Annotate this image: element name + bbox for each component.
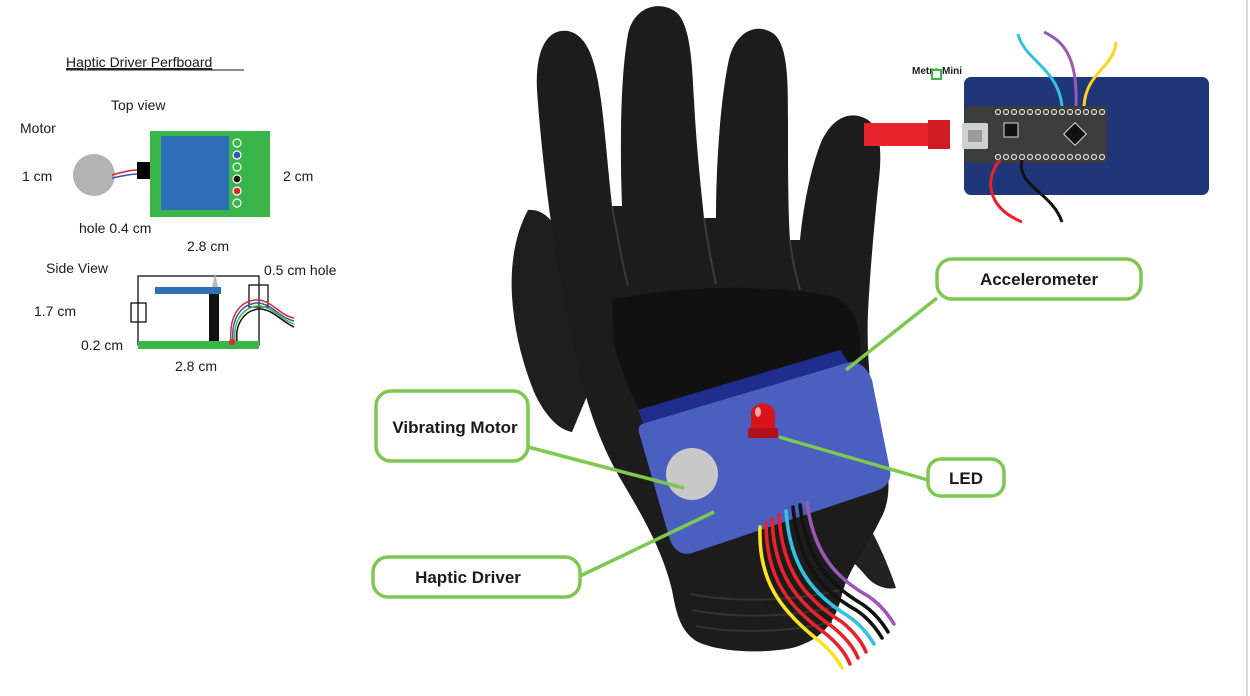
top-view-label: Top view [111, 97, 166, 113]
side-base-label: 0.2 cm [81, 337, 123, 353]
motor-label: Motor [20, 120, 56, 136]
side-view-label: Side View [46, 260, 109, 276]
enclosure-motor-disc [666, 448, 718, 500]
callout-led-label: LED [949, 469, 983, 488]
metro-usb-inner [968, 130, 982, 142]
hole-label: hole 0.4 cm [79, 220, 151, 236]
glove [512, 6, 896, 651]
callout-haptic-driver: Haptic Driver [373, 557, 580, 597]
side-height-label: 1.7 cm [34, 303, 76, 319]
perfboard-schematic: Haptic Driver Perfboard Top view Motor 1… [20, 54, 337, 374]
driver-chip [161, 136, 229, 210]
side-standoff [209, 294, 219, 341]
motor-connector [137, 162, 152, 179]
callout-accelerometer-label: Accelerometer [980, 270, 1099, 289]
board-width-side-label: 2.8 cm [175, 358, 217, 374]
led-component [748, 404, 778, 439]
usb-cable [864, 123, 934, 146]
metro-mini-panel: Metro Mini [864, 32, 1209, 222]
board-height-label: 2 cm [283, 168, 313, 184]
side-wires [231, 300, 294, 341]
side-base-board [138, 341, 259, 349]
side-pin-tip [212, 273, 218, 287]
perfboard-title: Haptic Driver Perfboard [66, 54, 212, 70]
callout-vibrating-motor-label: Vibrating Motor [392, 418, 518, 437]
side-hole-label: 0.5 cm hole [264, 262, 337, 278]
side-solder-point [229, 339, 235, 345]
metro-logo [932, 70, 941, 79]
metro-chip-small [1004, 123, 1018, 137]
side-driver-board [155, 287, 221, 294]
callout-accelerometer: Accelerometer [937, 259, 1141, 299]
callout-haptic-driver-label: Haptic Driver [415, 568, 521, 587]
motor-diameter-label: 1 cm [22, 168, 52, 184]
callout-led: LED [928, 459, 1004, 496]
board-width-top-label: 2.8 cm [187, 238, 229, 254]
motor-disc [73, 154, 115, 196]
callout-vibrating-motor: Vibrating Motor [376, 391, 528, 461]
usb-plug-collar [928, 120, 950, 149]
